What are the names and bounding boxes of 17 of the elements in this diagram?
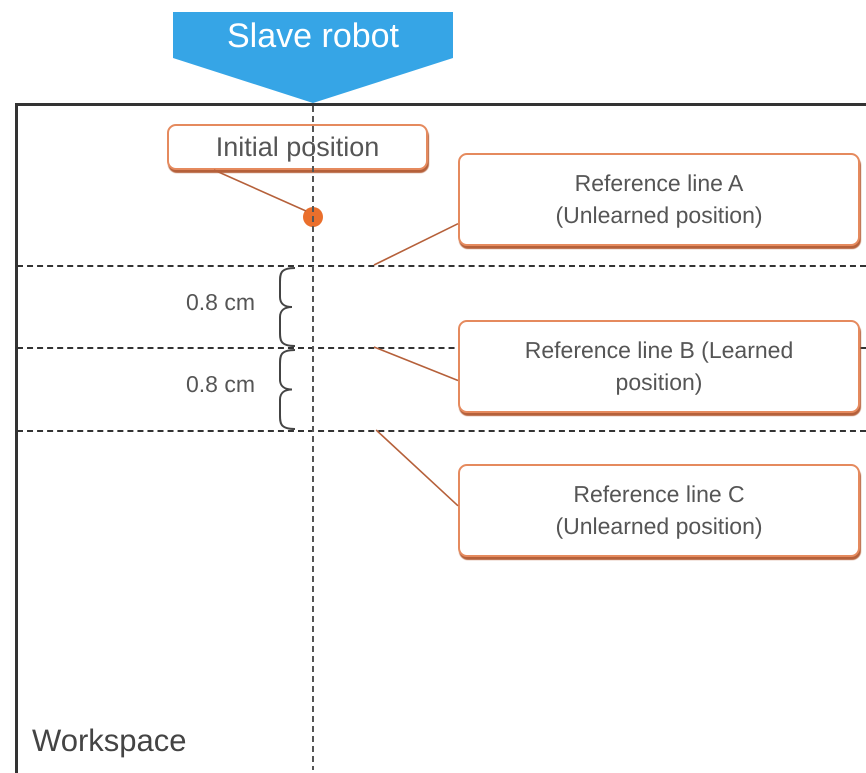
dimension-label: 0.8 cm bbox=[186, 373, 256, 396]
workspace-label: Workspace bbox=[32, 723, 186, 759]
leader-line bbox=[374, 346, 458, 382]
workspace-frame bbox=[15, 103, 866, 773]
leader-line bbox=[374, 222, 458, 266]
leader-line bbox=[376, 429, 459, 506]
reference-line bbox=[17, 265, 866, 267]
position-dot bbox=[303, 207, 323, 227]
callout-box: Initial position bbox=[167, 124, 428, 170]
reference-line bbox=[17, 347, 866, 349]
reference-line bbox=[17, 430, 866, 432]
callout-box: Reference line B (Learned position) bbox=[458, 320, 860, 413]
callout-box: Reference line A (Unlearned position) bbox=[458, 153, 860, 246]
leader-line bbox=[214, 169, 306, 212]
dimension-label: 0.8 cm bbox=[186, 291, 256, 314]
callout-box: Reference line C (Unlearned position) bbox=[458, 464, 860, 557]
banner-title: Slave robot bbox=[226, 17, 400, 56]
